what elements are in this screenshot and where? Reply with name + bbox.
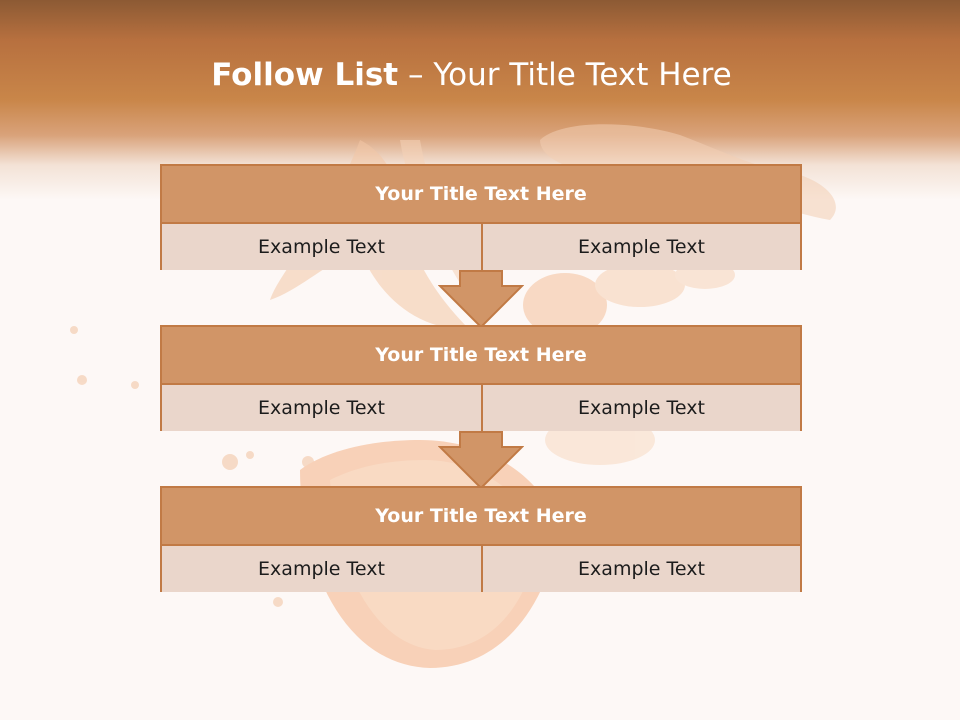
slide-title-rest: – Your Title Text Here (407, 57, 732, 93)
list-block-2: Your Title Text Here Example Text Exampl… (160, 325, 802, 431)
down-arrow-icon (438, 431, 524, 489)
block-right-text: Example Text (481, 546, 800, 592)
slide-title-bold: Follow List (211, 57, 399, 93)
slide-title: Follow List – Your Title Text Here (0, 52, 943, 98)
list-block-3: Your Title Text Here Example Text Exampl… (160, 486, 802, 592)
block-right-text: Example Text (481, 385, 800, 431)
down-arrow-icon (438, 270, 524, 328)
block-left-text: Example Text (162, 546, 481, 592)
block-title: Your Title Text Here (162, 488, 800, 546)
list-block-1: Your Title Text Here Example Text Exampl… (160, 164, 802, 270)
block-title: Your Title Text Here (162, 327, 800, 385)
block-left-text: Example Text (162, 224, 481, 270)
block-title: Your Title Text Here (162, 166, 800, 224)
block-left-text: Example Text (162, 385, 481, 431)
block-right-text: Example Text (481, 224, 800, 270)
